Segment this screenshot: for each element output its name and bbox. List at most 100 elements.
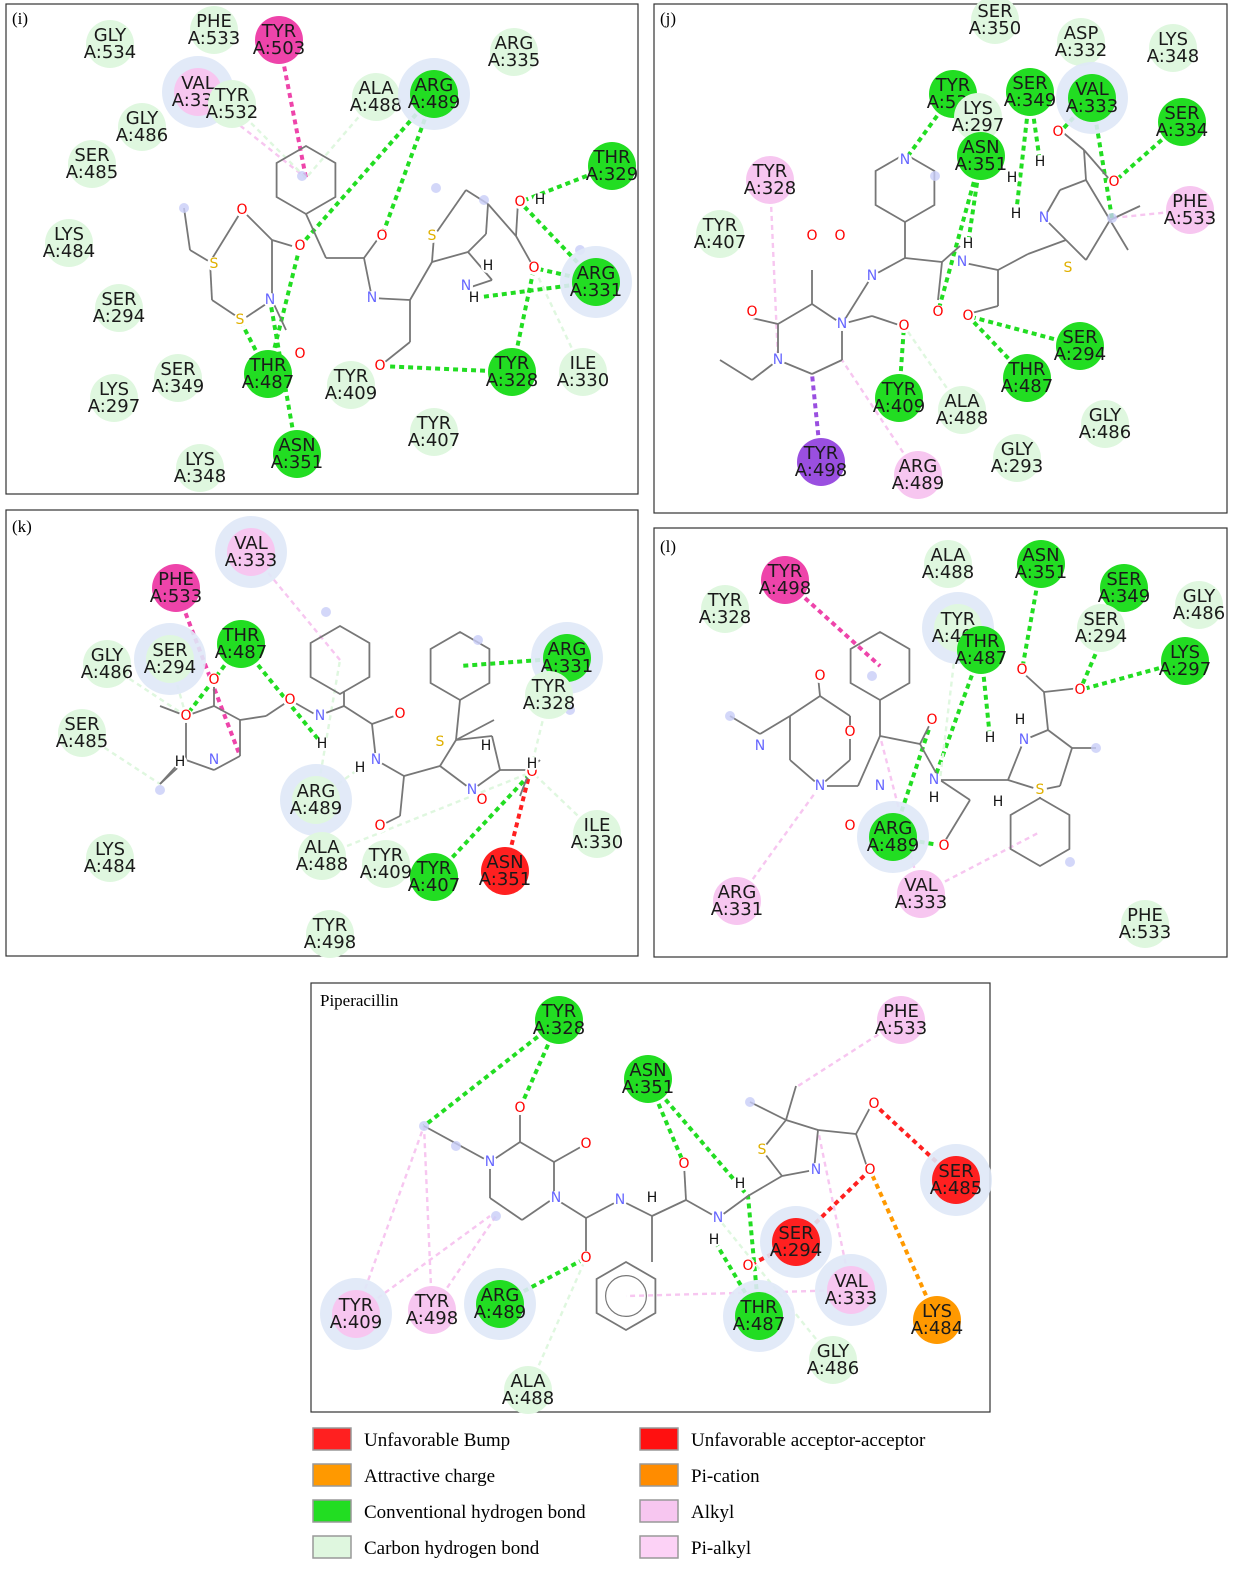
atom-label: H xyxy=(1015,712,1026,728)
interaction-line xyxy=(499,1256,587,1306)
bond xyxy=(485,203,489,235)
residue-name: VAL xyxy=(234,533,268,554)
residue-name: LYS xyxy=(922,1301,952,1322)
residue-disc xyxy=(45,219,93,267)
atom-label: N xyxy=(485,1154,495,1170)
interaction-line xyxy=(712,1238,761,1318)
atom-bg xyxy=(813,779,827,793)
residue-disc xyxy=(292,776,340,824)
residue-disc xyxy=(624,1055,672,1103)
residue-disc xyxy=(1057,18,1105,66)
bond xyxy=(939,779,971,801)
legend-item: Attractive charge xyxy=(312,1463,495,1487)
interaction-line xyxy=(106,662,187,718)
atom-bg xyxy=(677,1157,691,1171)
residue-id: A:534 xyxy=(84,42,136,63)
aromatic-center xyxy=(479,195,489,205)
bond xyxy=(1109,219,1129,251)
bond xyxy=(213,755,241,771)
residue-id: A:297 xyxy=(1159,659,1211,680)
residue-id: A:293 xyxy=(991,456,1043,477)
atom-bg xyxy=(863,1163,877,1177)
residue-id: A:485 xyxy=(66,162,118,183)
interaction-line xyxy=(903,325,963,411)
bond xyxy=(937,261,943,301)
residue-name: ARG xyxy=(718,882,757,903)
residue-name: TYR xyxy=(940,609,976,630)
residue-name: TYR xyxy=(416,858,452,879)
bond xyxy=(785,1119,819,1131)
residue-disc xyxy=(993,434,1041,482)
residue-name: PHE xyxy=(196,11,232,32)
residue-name: TYR xyxy=(752,161,788,182)
residue-id: A:533 xyxy=(150,586,202,607)
atom-bg xyxy=(613,1193,627,1207)
atom-label: O xyxy=(926,712,937,728)
legend-swatch xyxy=(312,1463,352,1487)
residue-id: A:409 xyxy=(873,396,925,417)
atom-bg xyxy=(1037,211,1051,225)
residue-disc xyxy=(83,640,131,688)
bond xyxy=(213,705,241,721)
legend-item: Unfavorable Bump xyxy=(312,1427,510,1451)
atom-label: N xyxy=(957,254,967,270)
residue-disc xyxy=(954,93,1002,141)
atom-bg xyxy=(579,1251,593,1265)
residue-disc xyxy=(146,635,194,683)
atom-bg xyxy=(1013,713,1027,727)
residue-name: ASN xyxy=(486,852,523,873)
residue-id: A:330 xyxy=(557,370,609,391)
atom-bg xyxy=(207,257,221,271)
atom-bg xyxy=(805,229,819,243)
legend-item: Unfavorable acceptor-acceptor xyxy=(639,1427,926,1451)
residue-id: A:407 xyxy=(408,875,460,896)
residue-name: ASN xyxy=(1022,545,1059,566)
atom-label: O xyxy=(962,308,973,324)
residue-name: PHE xyxy=(1172,191,1208,212)
atom-label: H xyxy=(985,730,996,746)
residue-id: A:487 xyxy=(1001,376,1053,397)
bond xyxy=(467,251,493,281)
atom-label: N xyxy=(773,352,783,368)
legend-item: Pi-alkyl xyxy=(639,1535,751,1559)
residue-disc xyxy=(535,996,583,1044)
legend-swatch xyxy=(312,1535,352,1559)
residue-disc xyxy=(1056,322,1104,370)
atom-bg xyxy=(835,317,849,331)
legend: Unfavorable Bump Unfavorable acceptor-acc… xyxy=(312,1427,926,1559)
atom-label: H xyxy=(735,1176,746,1192)
bond xyxy=(941,245,961,263)
residue-disc xyxy=(869,813,917,861)
residue-disc xyxy=(95,284,143,332)
atom-bg xyxy=(1061,261,1075,275)
residue-name: ARG xyxy=(495,33,534,54)
atom-bg xyxy=(483,1155,497,1169)
residue-name: PHE xyxy=(158,569,194,590)
atom-label: N xyxy=(1039,210,1049,226)
atom-label: H xyxy=(993,794,1004,810)
residue-id: A:407 xyxy=(694,232,746,253)
interaction-line xyxy=(268,299,299,455)
residue-disc xyxy=(410,70,458,118)
residue-name: ALA xyxy=(304,837,340,858)
atom-label: O xyxy=(236,202,247,218)
residue-disc xyxy=(176,444,224,492)
residue-id: A:484 xyxy=(84,856,136,877)
residue-id: A:533 xyxy=(1164,208,1216,229)
residue-id: A:333 xyxy=(1066,96,1118,117)
residue-id: A:331 xyxy=(570,280,622,301)
atom-label: O xyxy=(476,792,487,808)
interaction-line xyxy=(979,649,992,739)
atom-label: O xyxy=(526,764,537,780)
atom-bg xyxy=(873,779,887,793)
atom-label: O xyxy=(294,238,305,254)
residue-id: A:489 xyxy=(892,473,944,494)
residue-name: SER xyxy=(74,145,109,166)
atom-bg xyxy=(961,309,975,323)
